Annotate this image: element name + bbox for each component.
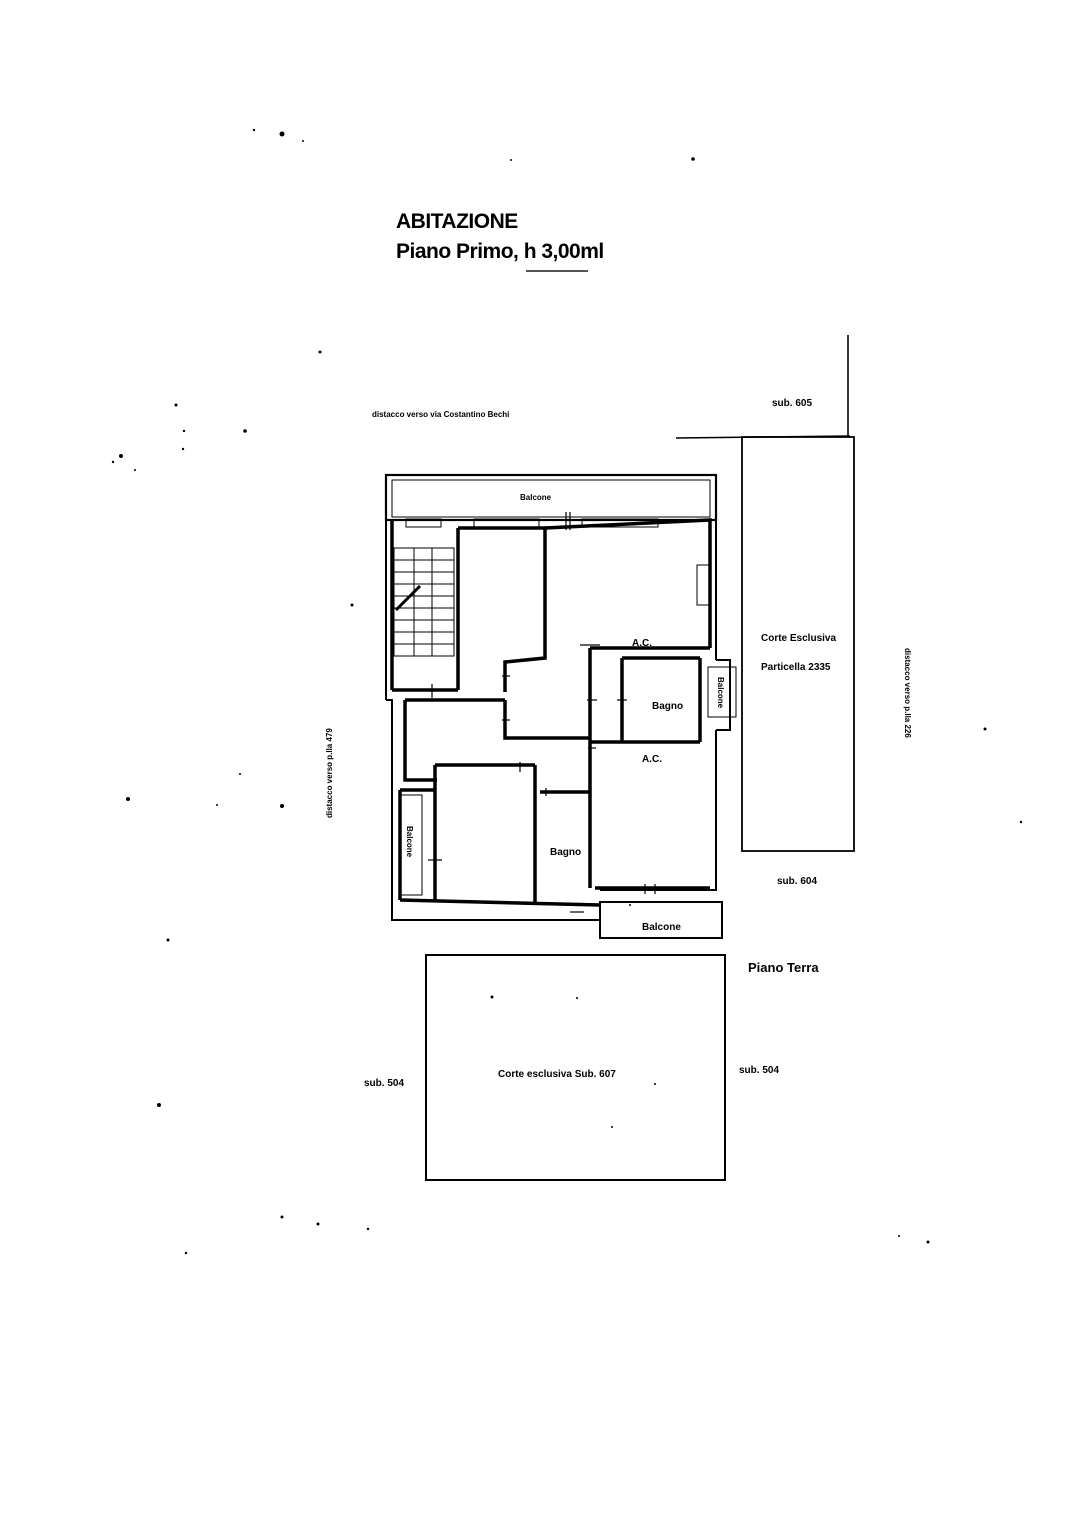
corte-esclusiva-label-1: Corte Esclusiva xyxy=(761,633,836,644)
balcone-top-label: Balcone xyxy=(520,493,552,502)
boundary-lines xyxy=(675,335,851,439)
interior-walls xyxy=(390,518,712,907)
bagno-upper-label: Bagno xyxy=(652,701,683,712)
distacco-top-label: distacco verso via Costantino Bechi xyxy=(372,410,509,419)
corte-esclusiva-particella xyxy=(741,436,855,852)
sub-605-label: sub. 605 xyxy=(772,398,812,409)
ac-lower-label: A.C. xyxy=(642,754,662,765)
staircase xyxy=(393,547,455,657)
piano-terra-label: Piano Terra xyxy=(748,960,819,975)
sub-504-right-label: sub. 504 xyxy=(739,1065,779,1076)
plan-subtitle: Piano Primo, h 3,00ml xyxy=(396,240,604,263)
distacco-left-label: distacco verso p.lla 479 xyxy=(325,728,334,818)
sub-504-left-label: sub. 504 xyxy=(364,1078,404,1089)
corte-esclusiva-label-2: Particella 2335 xyxy=(761,662,831,673)
corte-sub607 xyxy=(425,954,726,1181)
bagno-lower-label: Bagno xyxy=(550,847,581,858)
sub-604-right-label: sub. 604 xyxy=(777,876,817,887)
balcone-left-label: Balcone xyxy=(405,826,414,858)
distacco-right-label: distacco verso p.lla 226 xyxy=(903,648,912,738)
subtitle-underline xyxy=(526,270,588,272)
plan-title: ABITAZIONE xyxy=(396,210,518,233)
building-walls xyxy=(384,473,731,921)
ac-upper-label: A.C. xyxy=(632,638,652,649)
corte-sub607-label: Corte esclusiva Sub. 607 xyxy=(498,1069,616,1080)
balcone-right-label: Balcone xyxy=(716,677,725,709)
balcone-bottom xyxy=(599,901,723,939)
scan-specks xyxy=(111,128,1023,1255)
balcone-bottom-label: Balcone xyxy=(642,922,681,933)
door-marks xyxy=(428,512,656,913)
window-frames xyxy=(399,518,737,896)
